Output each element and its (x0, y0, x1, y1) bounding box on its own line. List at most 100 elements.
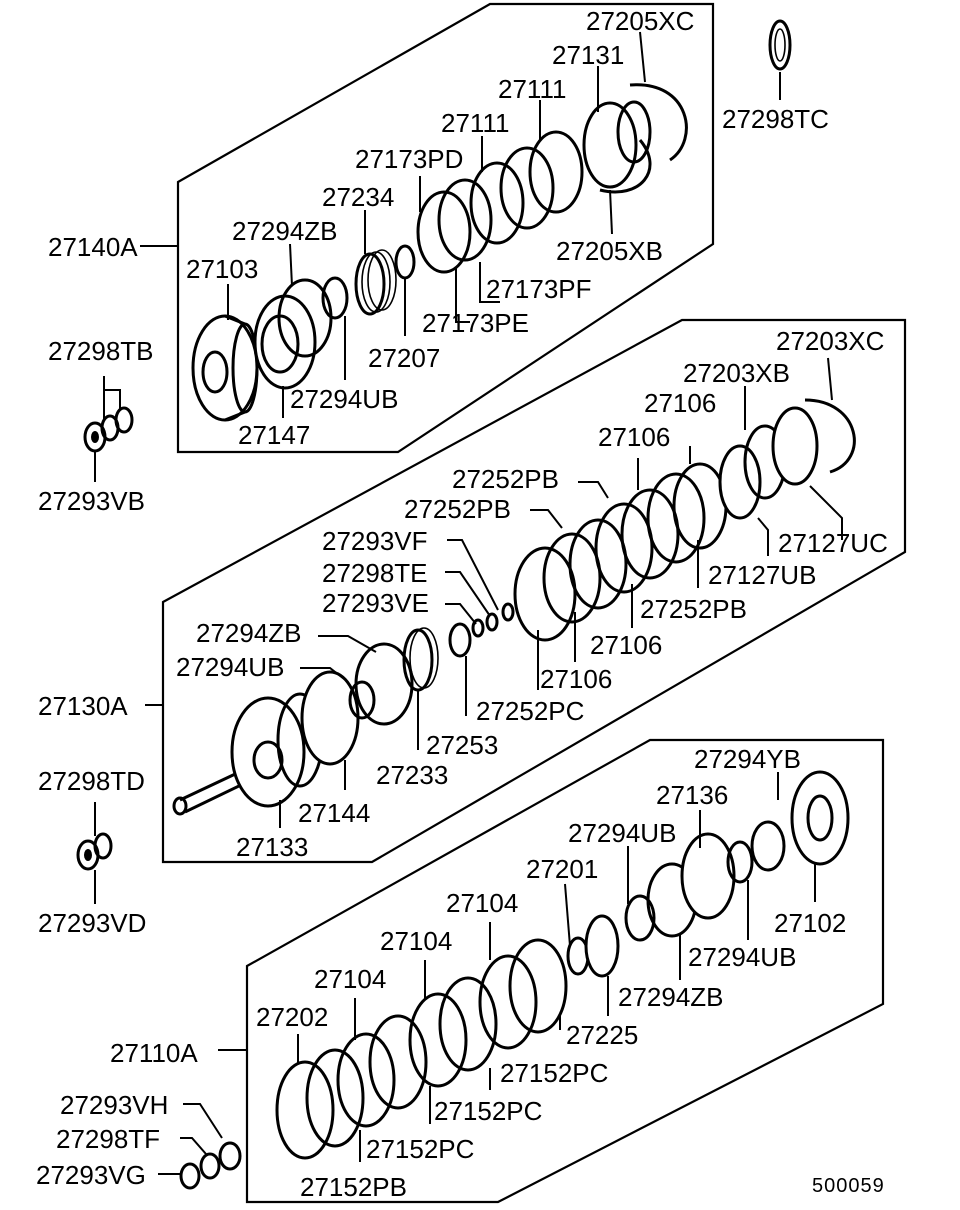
part-27253-snap-ring (448, 622, 472, 658)
part-27294UB-seal-mid (348, 680, 376, 720)
part-27293VF-washer (501, 602, 515, 622)
label-27152PC-b: 27152PC (434, 1096, 542, 1126)
label-27234: 27234 (322, 182, 394, 212)
part-27104-disc-a (478, 954, 538, 1050)
part-27152PC-plate-b (438, 976, 498, 1072)
part-27106-disc-b (646, 472, 706, 564)
part-27298TE-bearing (485, 612, 499, 632)
part-labels: 27205XC 27131 27298TC 27111 27111 27173P… (36, 6, 888, 1202)
label-27293VF: 27293VF (322, 526, 428, 556)
label-27252PB-b: 27252PB (404, 494, 511, 524)
part-27104-disc-c (336, 1032, 396, 1128)
part-27106-disc-c (594, 502, 654, 594)
label-27294ZB-top: 27294ZB (232, 216, 338, 246)
label-27127UC: 27127UC (778, 528, 888, 558)
label-27111-a: 27111 (498, 74, 566, 104)
label-27131: 27131 (552, 40, 624, 70)
part-27133-shaft-drum (172, 692, 324, 816)
label-27144: 27144 (298, 798, 370, 828)
label-27233: 27233 (376, 760, 448, 790)
label-27298TF: 27298TF (56, 1124, 160, 1154)
label-27294UB-top: 27294UB (290, 384, 398, 414)
part-27293VE-washer (471, 618, 485, 638)
label-27111-b: 27111 (441, 108, 509, 138)
label-27136: 27136 (656, 780, 728, 810)
part-27294UB-seal-b1 (624, 894, 656, 942)
part-27225-spring (584, 914, 620, 978)
label-27205XC: 27205XC (586, 6, 694, 36)
part-27103-drum (191, 314, 259, 422)
part-27252PB-plate-b (620, 488, 680, 580)
part-27252PB-plate-a (672, 462, 728, 550)
part-27294UB-seal-top (321, 276, 349, 320)
part-27127UB-hub (718, 444, 762, 520)
label-27130A: 27130A (38, 691, 128, 721)
part-27293VG-bearing-group (179, 1141, 242, 1190)
label-27104-b: 27104 (380, 926, 452, 956)
label-27106-a: 27106 (644, 388, 716, 418)
label-27104-c: 27104 (314, 964, 386, 994)
part-27252PB-plate-c (568, 518, 628, 610)
label-27298TC: 27298TC (722, 104, 829, 134)
part-27144-piston (300, 670, 360, 766)
label-27294YB: 27294YB (694, 744, 801, 774)
part-27111-disc-a (499, 146, 555, 230)
label-27203XB: 27203XB (683, 358, 790, 388)
label-27225: 27225 (566, 1020, 638, 1050)
part-27173PD-plate (469, 161, 525, 245)
assembly-frame-27130A (161, 318, 907, 864)
label-27252PC: 27252PC (476, 696, 584, 726)
part-27173PE-plate (416, 190, 472, 274)
label-27201: 27201 (526, 854, 598, 884)
part-27298TC-bearing (768, 19, 792, 71)
label-27293VD: 27293VD (38, 908, 146, 938)
label-27298TB: 27298TB (48, 336, 154, 366)
label-27293VB: 27293VB (38, 486, 145, 516)
label-27133: 27133 (236, 832, 308, 862)
assembly-frame-27140A (176, 2, 715, 454)
label-27294UB-b2: 27294UB (688, 942, 796, 972)
part-27207-snap-ring (394, 244, 416, 280)
label-27294ZB-bottom: 27294ZB (618, 982, 724, 1012)
part-27111-disc-b (528, 130, 584, 214)
label-27252PB-c: 27252PB (640, 594, 747, 624)
label-27202: 27202 (256, 1002, 328, 1032)
label-27298TD: 27298TD (38, 766, 145, 796)
label-27173PD: 27173PD (355, 144, 463, 174)
part-27136-piston (680, 832, 736, 920)
label-27294UB-b1: 27294UB (568, 818, 676, 848)
part-27131-hub (582, 100, 652, 189)
part-27104-disc-b (408, 992, 468, 1088)
label-27147: 27147 (238, 420, 310, 450)
part-27106-disc-d (542, 532, 602, 624)
assembly-frame-27110A (245, 738, 885, 1204)
label-27293VH: 27293VH (60, 1090, 168, 1120)
part-27294YB-seal (750, 820, 786, 872)
part-27173PF-plate (437, 178, 493, 262)
label-27203XC: 27203XC (776, 326, 884, 356)
part-27294UB-seal-b2 (726, 840, 754, 884)
part-27152PC-plate-a (508, 938, 568, 1034)
part-27202-snap-ring (275, 1060, 335, 1160)
label-27152PB: 27152PB (300, 1172, 407, 1202)
label-27127UB: 27127UB (708, 560, 816, 590)
label-27140A: 27140A (48, 232, 138, 262)
part-27298TB-bearing-group (83, 406, 134, 453)
label-27207: 27207 (368, 343, 440, 373)
part-27205XC-ring (629, 83, 688, 162)
label-27294UB-mid: 27294UB (176, 652, 284, 682)
part-27233-spring (402, 627, 439, 692)
label-27252PB-a: 27252PB (452, 464, 559, 494)
part-27234-spring (354, 249, 397, 316)
part-27293VD-bearing-group (76, 832, 113, 871)
label-27173PF: 27173PF (486, 274, 592, 304)
part-27152PC-plate-c (368, 1014, 428, 1110)
label-27205XB: 27205XB (556, 236, 663, 266)
label-27152PC-c: 27152PC (366, 1134, 474, 1164)
label-27110A: 27110A (110, 1038, 198, 1068)
part-27102-drum (790, 770, 850, 866)
label-27294ZB-mid: 27294ZB (196, 618, 302, 648)
part-27152PB-plate (305, 1048, 365, 1148)
part-27205XB-ring (599, 139, 652, 194)
